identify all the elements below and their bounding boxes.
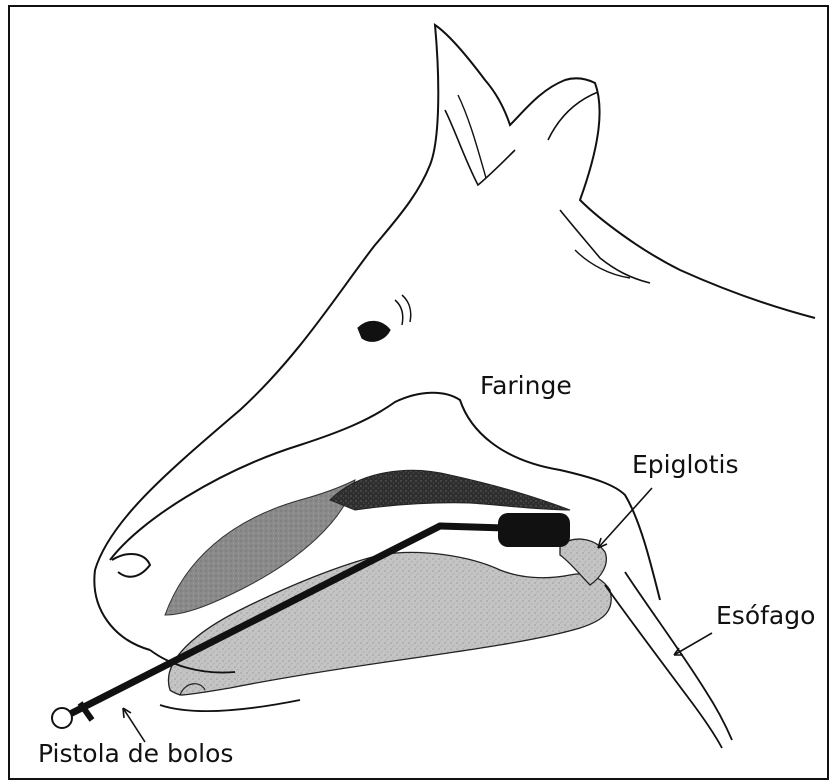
label-esofago: Esófago [716, 603, 815, 628]
left-ear-fold [458, 95, 486, 178]
esofago-pointer [674, 633, 712, 655]
pistola-pointer [123, 708, 145, 742]
nostril [112, 554, 150, 577]
eyelashes [395, 295, 411, 325]
esophagus-tube [605, 572, 732, 748]
label-epiglotis: Epiglotis [632, 452, 739, 477]
eye-icon [358, 321, 390, 341]
neck-crease [575, 250, 630, 278]
left-ear-inner-line [445, 110, 515, 185]
label-faringe: Faringe [480, 373, 572, 398]
label-pistola-de-bolos: Pistola de bolos [38, 741, 233, 766]
soft-palate [330, 470, 570, 510]
